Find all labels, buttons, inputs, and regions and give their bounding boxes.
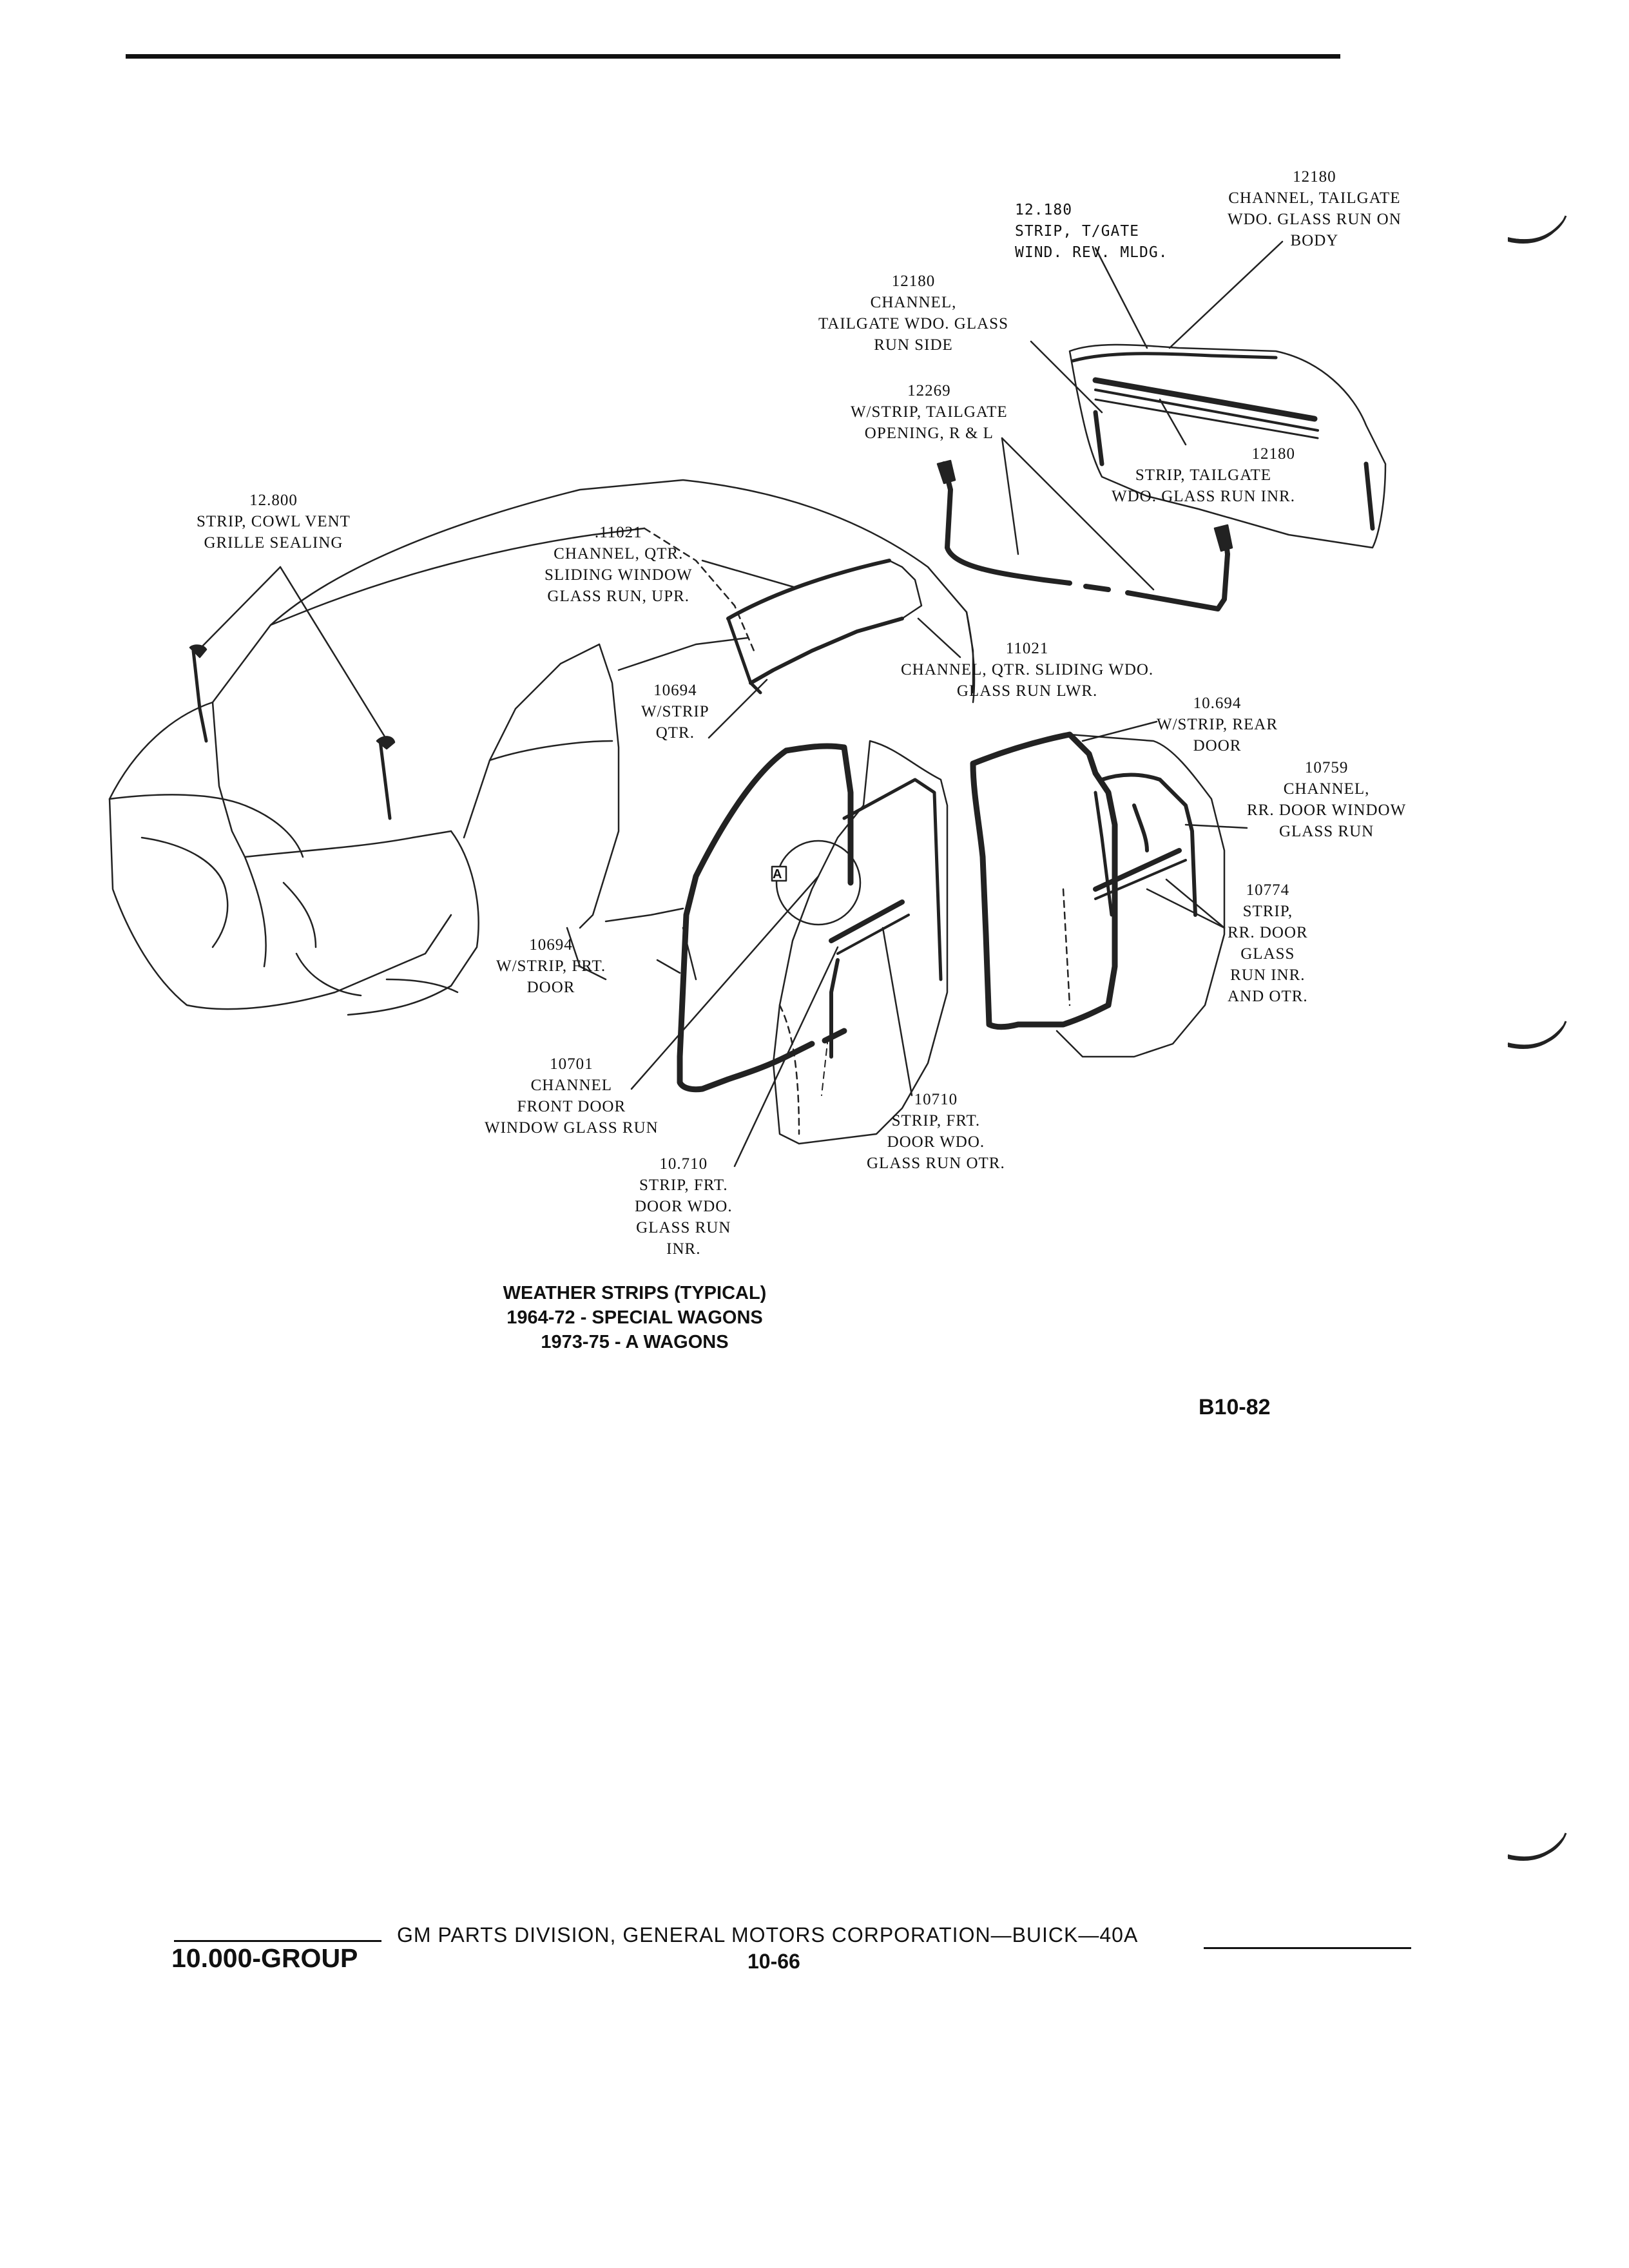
footer-rule-right	[1204, 1947, 1411, 1949]
detail-marker-a: A	[773, 867, 783, 881]
figure-caption: WEATHER STRIPS (TYPICAL) 1964-72 - SPECI…	[503, 1283, 767, 1352]
footer-credit: GM PARTS DIVISION, GENERAL MOTORS CORPOR…	[397, 1923, 1139, 1946]
top-rule	[126, 54, 1340, 59]
figure-number: B10-82	[1199, 1395, 1271, 1419]
footer-group-label: 10.000-GROUP	[171, 1943, 358, 1973]
page-number: 10-66	[747, 1950, 800, 1973]
footer-rule-left	[174, 1940, 381, 1942]
